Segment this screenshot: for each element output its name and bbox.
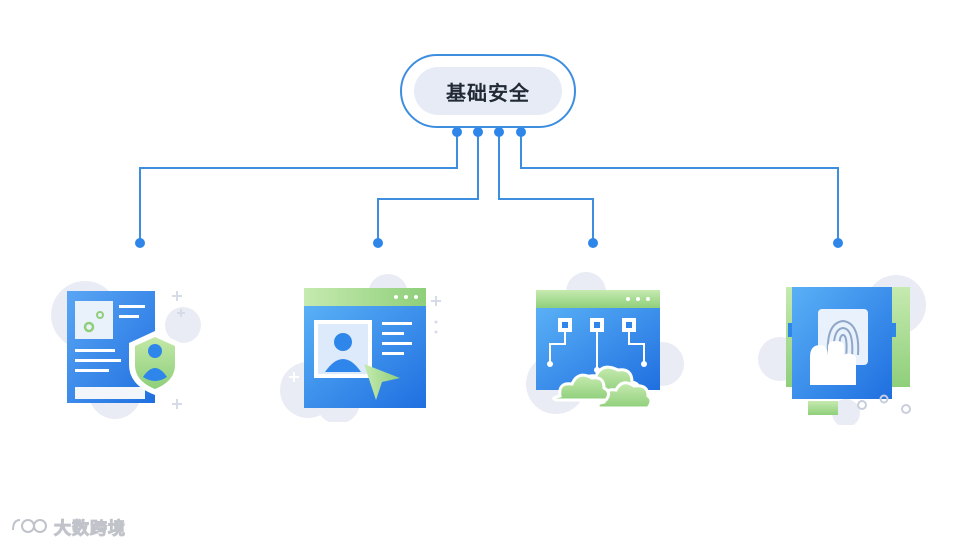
connector-line-3: [498, 132, 594, 243]
watermark: 大数跨境: [10, 514, 126, 539]
fingerprint-scan-icon: [758, 275, 926, 425]
watermark-logo-icon: [12, 519, 47, 533]
connector-dot: [373, 238, 383, 248]
connector-dot: [452, 127, 462, 137]
root-node-label: 基础安全: [446, 80, 530, 105]
connector-dot: [473, 127, 483, 137]
user-profile-window-icon: [280, 274, 441, 422]
connector-line-2: [377, 132, 479, 243]
root-node: 基础安全: [400, 54, 576, 128]
network-cloud-icon: [526, 272, 684, 414]
connector-line-4: [520, 132, 839, 243]
connector-dot: [833, 238, 843, 248]
connector-dot: [516, 127, 526, 137]
connector-dot: [135, 238, 145, 248]
connector-dot: [494, 127, 504, 137]
connector-dot: [588, 238, 598, 248]
watermark-text: 大数跨境: [54, 518, 126, 539]
document-shield-icon: [51, 281, 201, 419]
root-node-inner: 基础安全: [414, 67, 562, 115]
connector-line-1: [139, 132, 458, 243]
